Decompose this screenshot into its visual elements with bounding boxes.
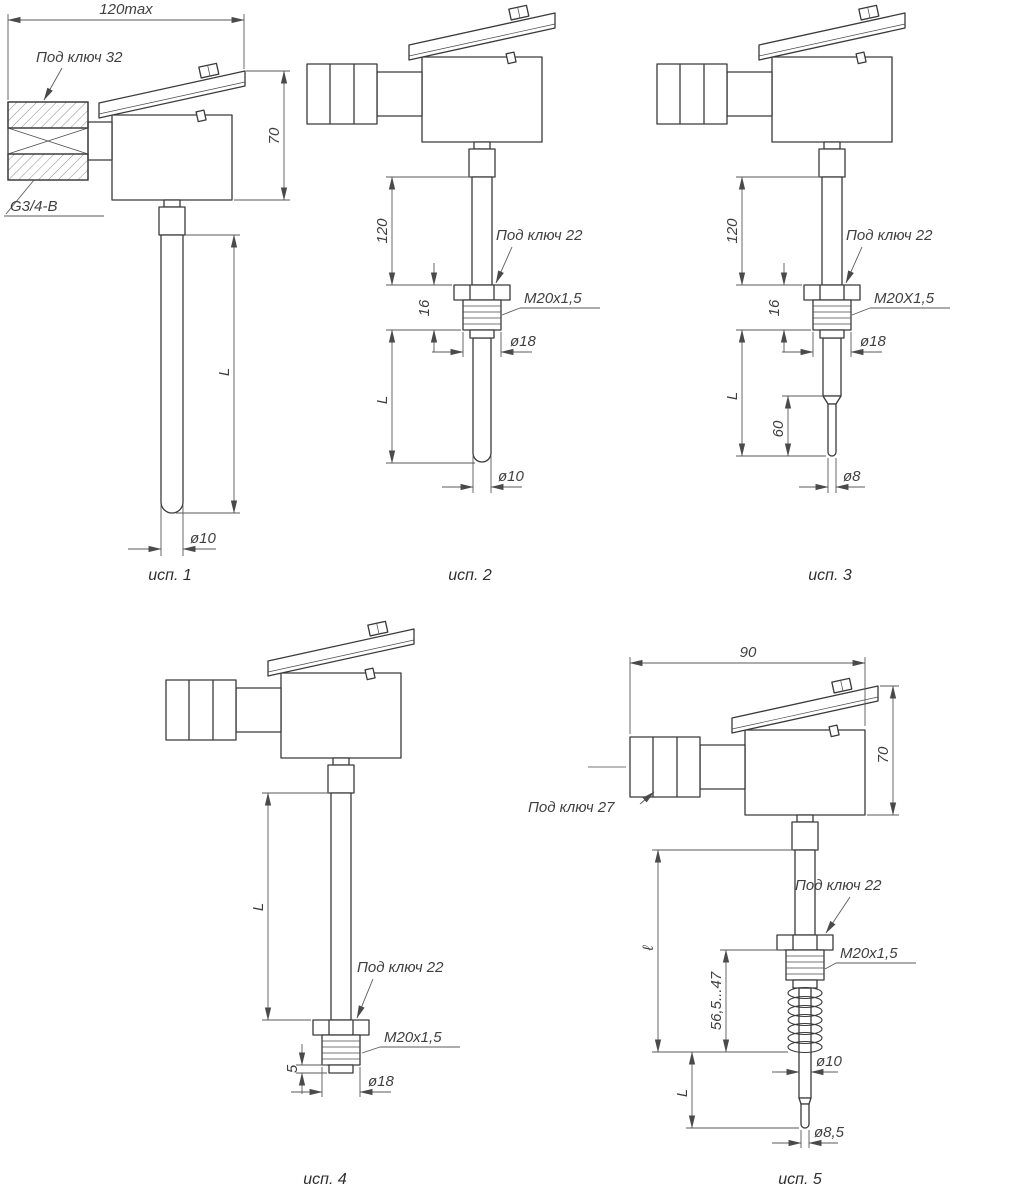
variant-4-head [165, 620, 415, 794]
v3-length-label: L [724, 392, 741, 400]
variant-3-head [656, 4, 906, 178]
variant-2: 120 Под ключ 22 16 M20x1,5 ø18 L [306, 4, 600, 584]
variant-2-head [306, 4, 556, 178]
v2-thread-label: M20x1,5 [524, 290, 582, 307]
variant-2-fitting [453, 284, 511, 339]
variant-1-gland-sectioned [7, 101, 113, 181]
v3-wrench-label: Под ключ 22 [846, 227, 933, 244]
v1-head-height-label: 70 [266, 127, 283, 144]
variant-3-caption: исп. 3 [808, 567, 852, 584]
v3-tip-dia-label: ø8 [843, 468, 861, 485]
v1-thread-label: G3/4-B [10, 198, 58, 215]
variant-4-dimensions: L Под ключ 22 M20x1,5 5 ø18 [250, 792, 460, 1097]
v2-wrench-label: Под ключ 22 [496, 227, 583, 244]
v5-wrench-head-label: Под ключ 27 [528, 799, 615, 816]
v3-fitting-dia-label: ø18 [860, 333, 887, 350]
v5-head-height-label: 70 [875, 746, 892, 763]
variant-5-fitting [776, 934, 834, 989]
variant-2-probe [471, 176, 493, 463]
v5-probe-dia-label: ø10 [816, 1053, 843, 1070]
v3-neck-label: 120 [724, 218, 741, 244]
variant-4-probe [330, 792, 352, 1021]
v4-length-label: L [250, 903, 267, 911]
v2-neck-label: 120 [374, 218, 391, 244]
variant-5-caption: исп. 5 [778, 1171, 822, 1188]
variant-4: L Под ключ 22 M20x1,5 5 ø18 исп. 4 [165, 620, 460, 1188]
v1-length-label: L [216, 368, 233, 376]
variant-2-caption: исп. 2 [448, 567, 492, 584]
v5-tip-dia-label: ø8,5 [814, 1124, 845, 1141]
variant-1-probe [160, 234, 184, 514]
variant-2-dimensions: 120 Под ключ 22 16 M20x1,5 ø18 L [374, 176, 600, 493]
variant-1-head [98, 62, 246, 236]
v5-width-label: 90 [740, 644, 757, 661]
v2-fitting-dia-label: ø18 [510, 333, 537, 350]
variant-5-head [588, 677, 879, 851]
v2-length-label: L [374, 396, 391, 404]
variant-3-dimensions: 120 Под ключ 22 16 M20X1,5 ø18 L [724, 176, 950, 493]
v3-thread-label: M20X1,5 [874, 290, 935, 307]
variant-5-dimensions: 90 70 Под ключ 27 Под ключ 22 M20x1,5 56… [528, 644, 916, 1148]
v1-overall-width-label: 120max [99, 1, 153, 18]
v2-fitting-height-label: 16 [416, 299, 433, 316]
variant-3-fitting [803, 284, 861, 339]
variant-5-spring [787, 986, 823, 1054]
v5-wrench-fitting-label: Под ключ 22 [795, 877, 882, 894]
variant-1-caption: исп. 1 [148, 567, 192, 584]
v4-protrusion-label: 5 [284, 1064, 301, 1073]
variant-5: 90 70 Под ключ 27 Под ключ 22 M20x1,5 56… [528, 644, 916, 1188]
v3-tip-length-label: 60 [770, 420, 787, 437]
v5-length-label: L [674, 1089, 691, 1097]
variant-1: 120max Под ключ 32 70 G3/4-B L ø10 [4, 1, 290, 584]
v4-thread-label: M20x1,5 [384, 1029, 442, 1046]
v1-tip-dia-label: ø10 [190, 530, 217, 547]
v4-wrench-label: Под ключ 22 [357, 959, 444, 976]
v1-wrench-label: Под ключ 32 [36, 49, 123, 66]
v3-fitting-height-label: 16 [766, 299, 783, 316]
variant-3: 120 Под ключ 22 16 M20X1,5 ø18 L [656, 4, 950, 584]
v2-tip-dia-label: ø10 [498, 468, 525, 485]
v5-thread-label: M20x1,5 [840, 945, 898, 962]
variant-4-caption: исп. 4 [303, 1171, 347, 1188]
v4-fitting-dia-label: ø18 [368, 1073, 395, 1090]
v5-ell-label: ℓ [640, 944, 657, 951]
variant-1-dimensions: 120max Под ключ 32 70 G3/4-B L ø10 [4, 1, 290, 556]
v5-spring-range-label: 56,5...47 [708, 971, 725, 1030]
